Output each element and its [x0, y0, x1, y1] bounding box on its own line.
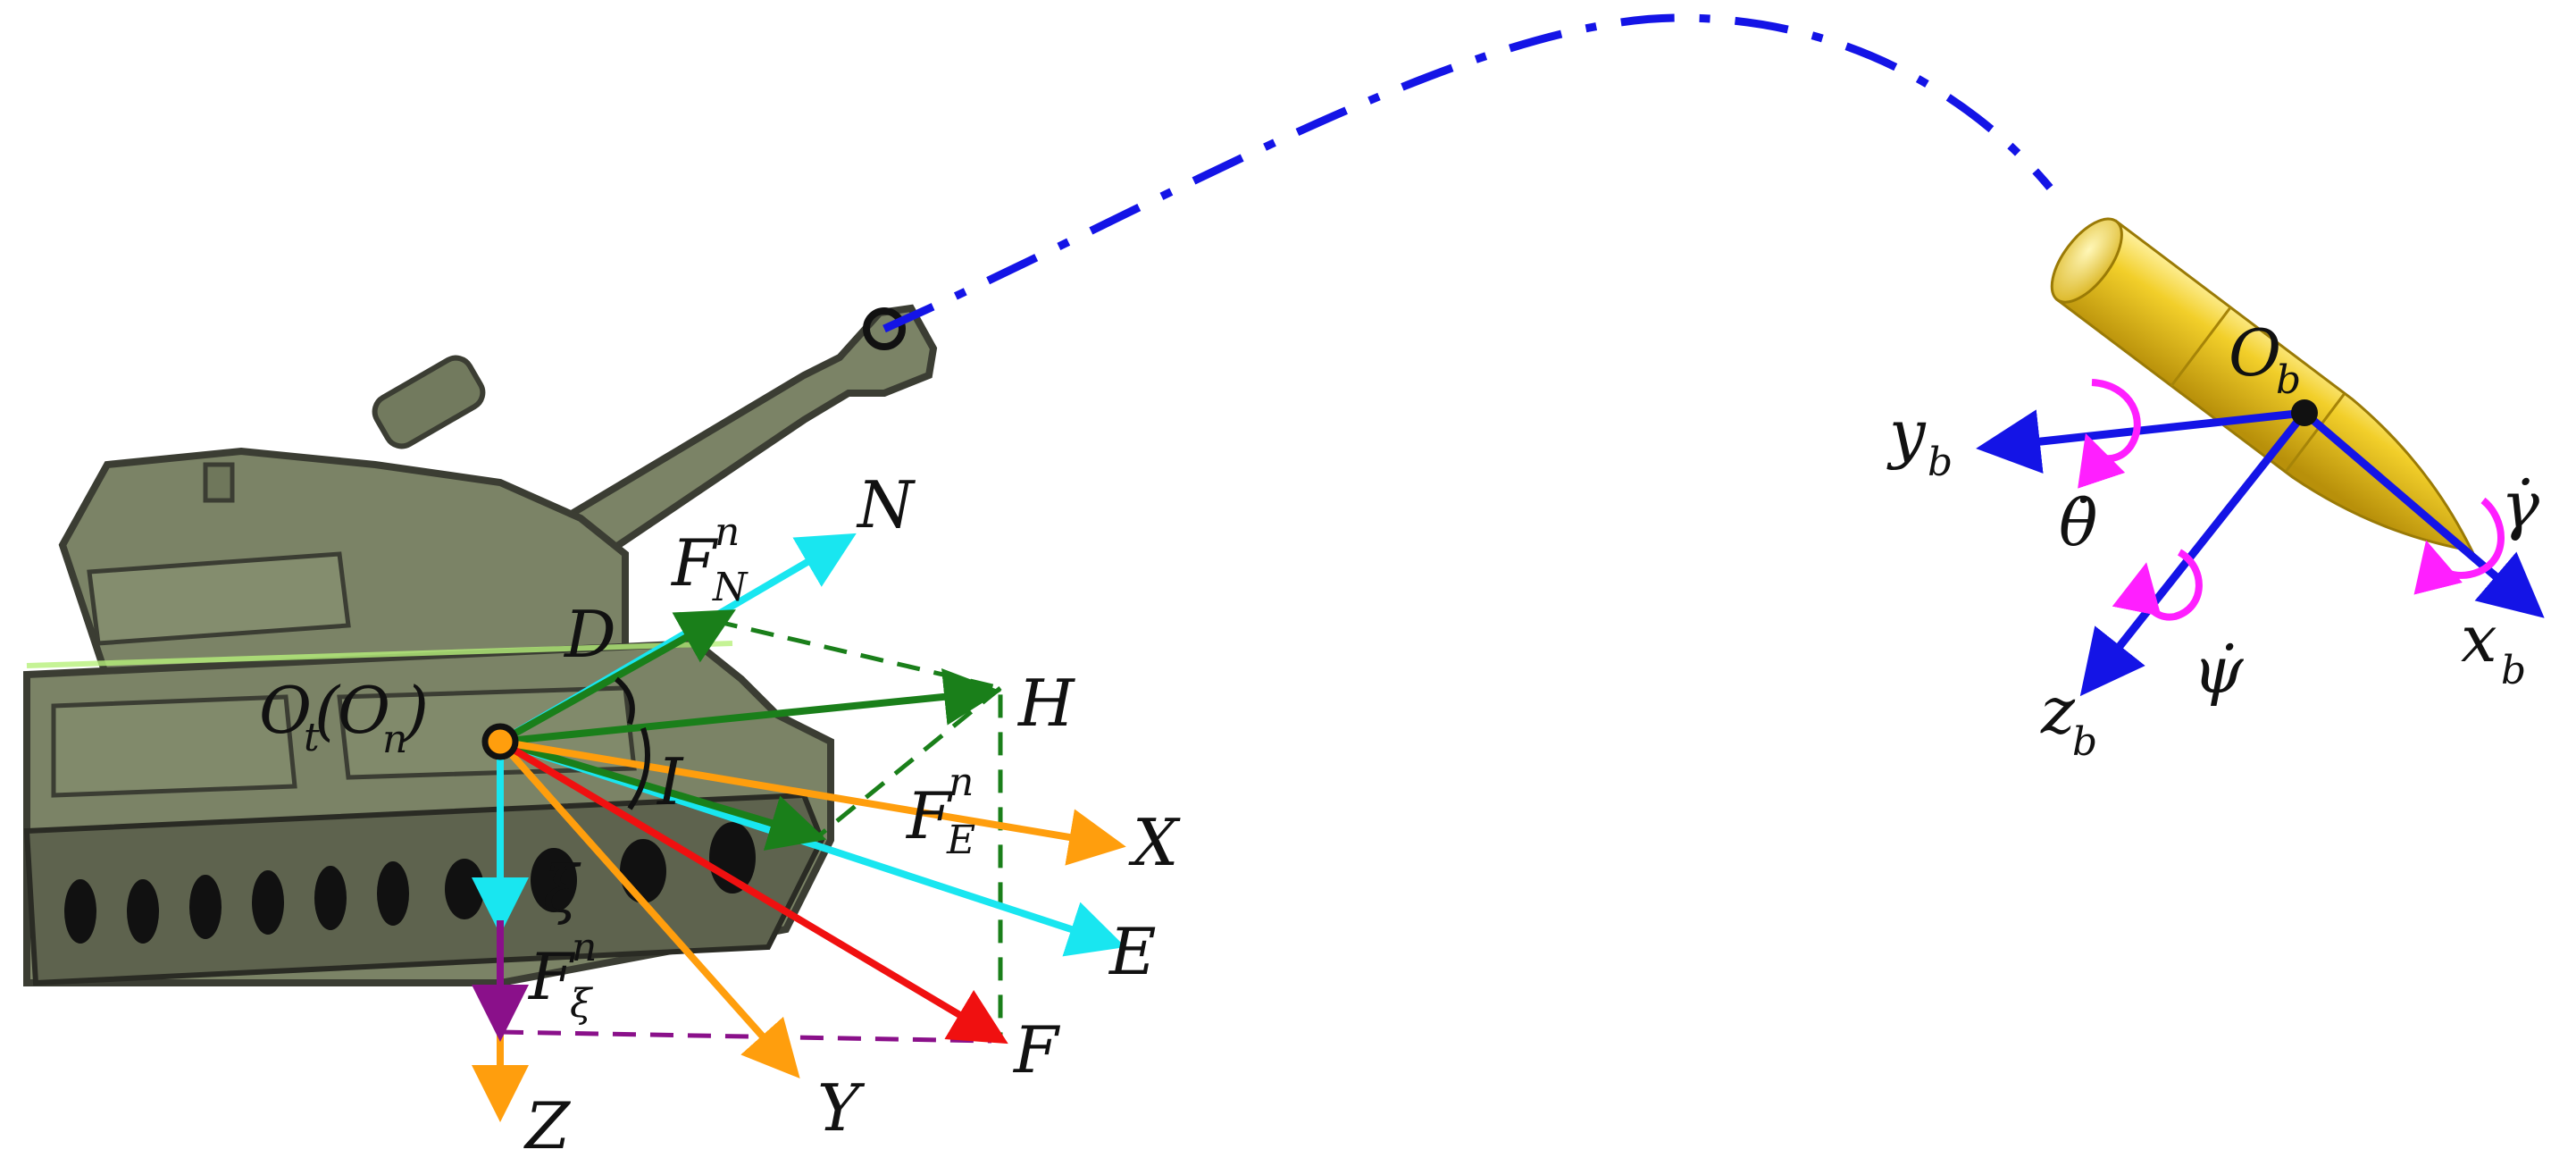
psi-rotation-arrow	[2112, 549, 2203, 621]
label-yb-sub: b	[1928, 440, 1953, 485]
label-Y: Y	[817, 1070, 866, 1145]
label-Fxi-sup: n	[572, 925, 597, 970]
origin-point	[481, 723, 519, 760]
Y-axis-arrow	[498, 739, 800, 1078]
origin-n-label: O	[338, 673, 390, 748]
body-labels: O b y b x b z b θ̇ ψ̇ γ̇	[1886, 315, 2540, 765]
origin-label-sub: t	[304, 715, 320, 760]
label-I: I	[656, 744, 684, 819]
label-zb: z	[2040, 673, 2076, 748]
projectile-body	[2055, 219, 2475, 553]
label-Fxi: F	[527, 939, 576, 1014]
label-FE-sup: n	[949, 759, 974, 805]
origin-paren-close: )	[402, 673, 429, 748]
label-Fxi-sub: ξ	[570, 981, 594, 1027]
label-theta-dot: θ̇	[2059, 485, 2097, 560]
origin-n-sub: n	[382, 717, 407, 762]
label-FN-sup: n	[715, 509, 740, 555]
zb-axis-arrow	[2079, 410, 2308, 697]
H-arrow	[499, 667, 1001, 745]
angle-arc-D	[615, 676, 635, 725]
purple-dashed-line	[499, 1029, 992, 1044]
FE-arrow	[498, 738, 827, 851]
trajectory-curve	[882, 13, 2053, 333]
label-X: X	[1128, 805, 1181, 880]
label-yb: y	[1886, 396, 1927, 471]
label-E: E	[1108, 914, 1157, 989]
label-zb-sub: b	[2072, 719, 2097, 765]
label-D: D	[563, 597, 616, 672]
label-gamma-dot: γ̇	[2501, 467, 2540, 542]
label-xb-sub: b	[2501, 648, 2526, 693]
projectile-base	[2050, 217, 2123, 304]
origin-label-O: O	[259, 673, 312, 748]
label-xb: x	[2461, 601, 2497, 676]
gamma-rotation-arrow	[2413, 497, 2505, 595]
theta-rotation-arrow	[2078, 379, 2141, 489]
green-dashed-lines	[714, 618, 1003, 1041]
angle-arc-I	[627, 727, 650, 810]
yb-axis-arrow	[1976, 408, 2305, 474]
label-Z: Z	[523, 1088, 572, 1158]
label-Ob-sub: b	[2276, 357, 2301, 403]
label-F: F	[1012, 1012, 1061, 1087]
label-psi-dot: ψ̇	[2193, 633, 2245, 708]
FN-arrow	[498, 609, 736, 745]
body-origin-point	[2291, 399, 2318, 426]
label-FN-sub: N	[712, 565, 749, 610]
label-xi: ξ	[543, 852, 581, 927]
projectile	[2050, 217, 2475, 553]
label-Ob: O	[2229, 315, 2281, 390]
ground-labels: O t ( O n ) N D H I X E F Y Z ξ F n N F …	[259, 467, 1181, 1158]
label-FE: F	[905, 778, 954, 853]
origin-paren-open: (	[314, 673, 341, 748]
tank-illustration	[23, 304, 938, 986]
body-axes	[1976, 379, 2545, 697]
label-FE-sub: E	[946, 818, 975, 863]
label-FN: F	[670, 525, 719, 600]
X-axis-arrow	[499, 738, 1126, 866]
label-H: H	[1016, 666, 1075, 741]
F-arrow	[498, 738, 1008, 1045]
label-N: N	[856, 467, 916, 542]
xb-axis-arrow	[2302, 409, 2545, 618]
ground-vectors	[472, 533, 1126, 1122]
